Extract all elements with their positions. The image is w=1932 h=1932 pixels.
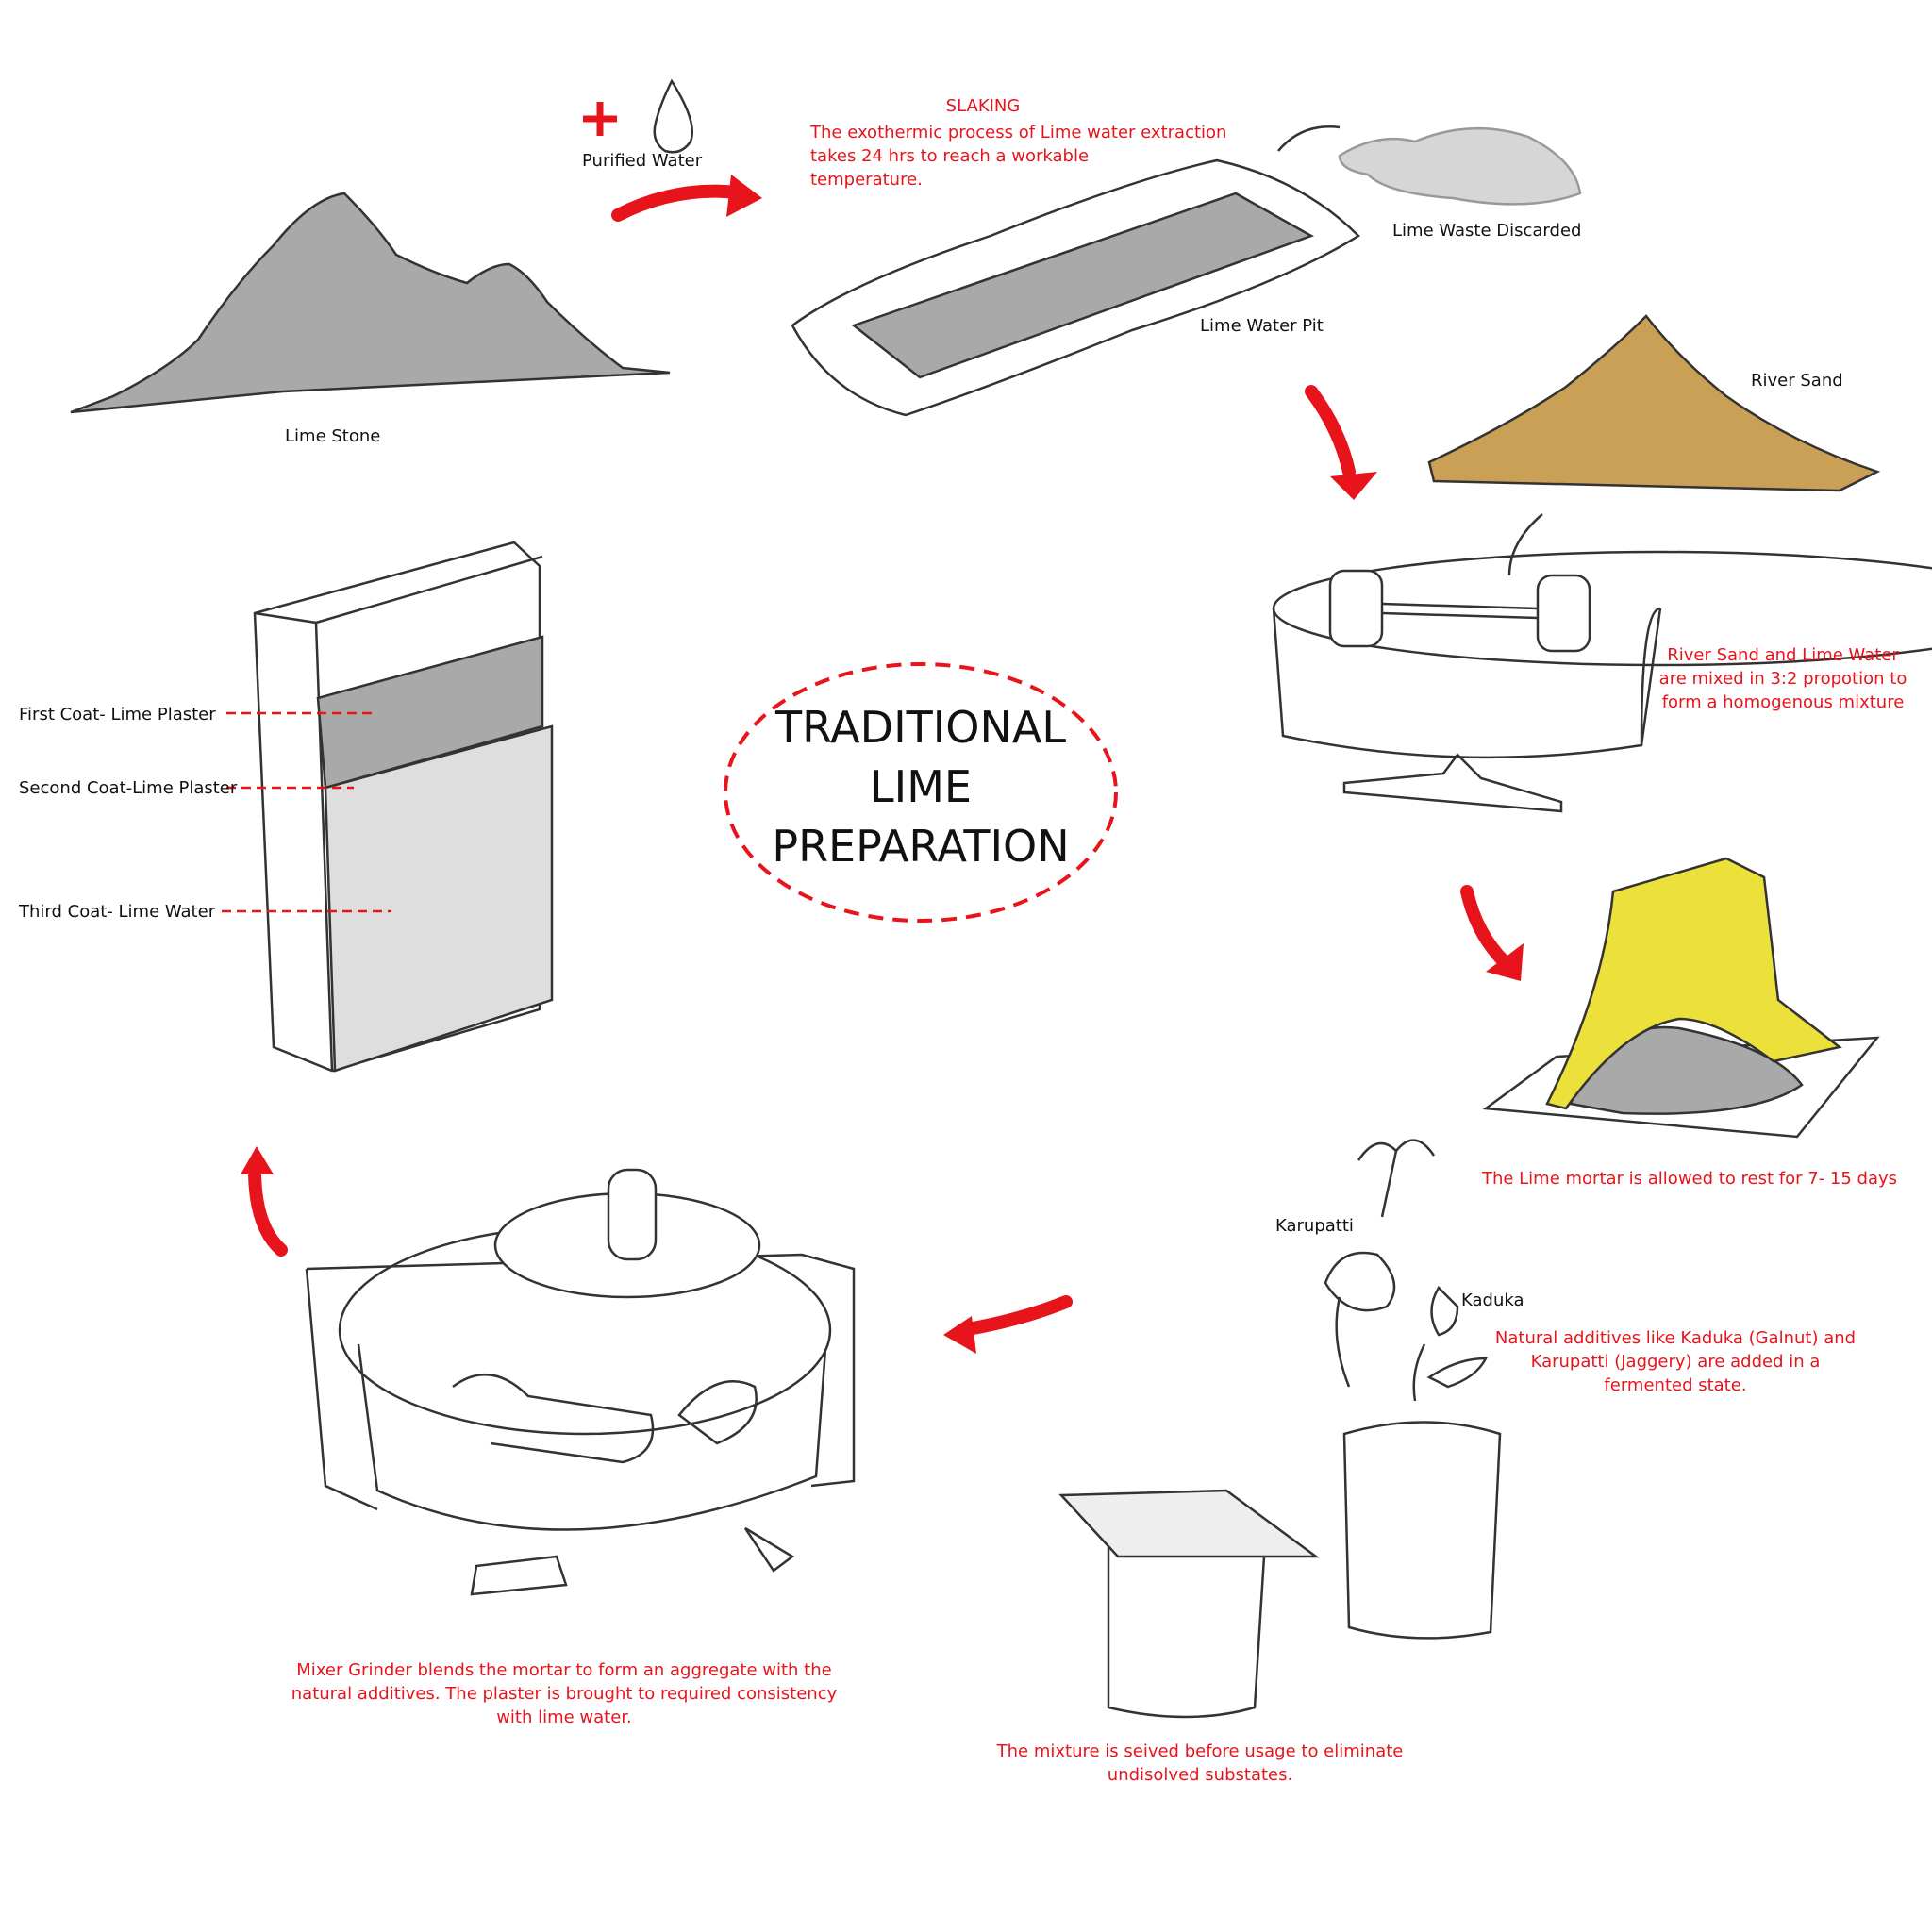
grinding-note: Mixer Grinder blends the mortar to form …	[291, 1658, 838, 1729]
sieve-illustration	[1058, 1489, 1320, 1558]
slaking-note: The exothermic process of Lime water ext…	[810, 121, 1226, 192]
palm-tree-icon	[1357, 1139, 1436, 1218]
plus-icon	[583, 102, 617, 136]
curved-arrow	[1277, 125, 1341, 152]
mixing-note: River Sand and Lime Water are mixed in 3…	[1659, 643, 1907, 714]
note-line: Natural additives like Kaduka (Galnut) a…	[1494, 1328, 1857, 1348]
lime-waste-illustration	[1338, 126, 1582, 206]
karupatti-illustration	[1324, 1251, 1396, 1312]
kaduka-illustration	[1426, 1285, 1489, 1389]
arrow-4	[956, 1295, 1073, 1337]
label-lime-stone: Lime Stone	[285, 426, 381, 446]
note-line: fermented state.	[1604, 1375, 1747, 1395]
note-line: form a homogenous mixture	[1661, 692, 1905, 712]
lime-stone-illustration	[70, 192, 671, 414]
note-line: with lime water.	[496, 1707, 632, 1727]
note-line: The exothermic process of Lime water ext…	[810, 123, 1227, 142]
wall-section-illustration	[253, 541, 554, 1073]
mixer-grinder-illustration	[305, 1168, 856, 1596]
note-line: temperature.	[810, 170, 923, 190]
note-line: Mixer Grinder blends the mortar to form …	[296, 1660, 832, 1680]
label-river-sand: River Sand	[1751, 371, 1843, 391]
note-line: The mixture is seived before usage to el…	[996, 1741, 1404, 1761]
title-line: TRADITIONAL	[774, 702, 1067, 753]
cloth-covered-mortar-illustration	[1545, 857, 1842, 1110]
down-arrow	[1507, 513, 1543, 576]
label-first-coat: First Coat- Lime Plaster	[19, 705, 216, 724]
slaking-title: SLAKING	[945, 96, 1021, 116]
sieving-note: The mixture is seived before usage to el…	[997, 1740, 1404, 1787]
title-line: PREPARATION	[772, 821, 1070, 872]
title-ellipse	[724, 662, 1118, 923]
page-title: TRADITIONAL LIME PREPARATION	[772, 698, 1069, 876]
label-third-coat: Third Coat- Lime Water	[19, 902, 216, 922]
note-line: are mixed in 3:2 propotion to	[1658, 669, 1907, 689]
label-karupatti: Karupatti	[1275, 1216, 1354, 1236]
label-lime-water-pit: Lime Water Pit	[1200, 316, 1324, 336]
note-line: Karupatti (Jaggery) are added in a	[1530, 1352, 1821, 1372]
additives-note: Natural additives like Kaduka (Galnut) a…	[1495, 1326, 1856, 1397]
note-line: River Sand and Lime Water	[1667, 645, 1899, 665]
resting-note: The Lime mortar is allowed to rest for 7…	[1481, 1169, 1898, 1189]
mixing-pan-illustration	[1272, 550, 1932, 813]
label-second-coat: Second Coat-Lime Plaster	[19, 778, 238, 798]
note-line: natural additives. The plaster is brough…	[291, 1684, 838, 1704]
note-line: undisolved substates.	[1107, 1765, 1293, 1785]
title-line: LIME	[870, 761, 972, 812]
arrow-2	[1305, 385, 1356, 478]
arrow-5	[248, 1163, 288, 1257]
label-lime-waste: Lime Waste Discarded	[1392, 221, 1582, 241]
bucket-illustration	[1342, 1421, 1502, 1640]
label-kaduka: Kaduka	[1461, 1291, 1524, 1310]
arrow-1	[611, 184, 752, 222]
lime-water-pit-illustration	[791, 158, 1360, 417]
river-sand-illustration	[1427, 314, 1881, 492]
label-purified-water: Purified Water	[582, 151, 703, 171]
water-drop-icon	[653, 78, 694, 154]
note-line: takes 24 hrs to reach a workable	[810, 146, 1090, 166]
arrow-3	[1460, 885, 1511, 969]
